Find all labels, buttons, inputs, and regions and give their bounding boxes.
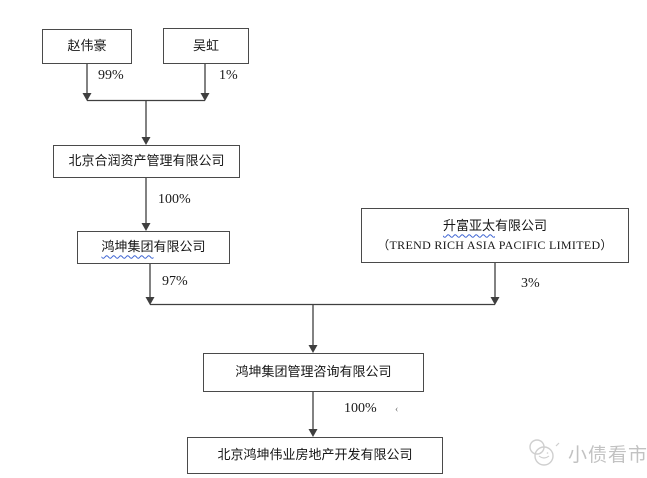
node-zhao-weihao: 赵伟豪 xyxy=(42,29,132,64)
node-beijing-herun: 北京合润资产管理有限公司 xyxy=(53,145,240,178)
trend-rich-cn-line: 升富亚太有限公司 xyxy=(443,218,547,234)
node-zhao-weihao-label: 赵伟豪 xyxy=(67,38,107,54)
watermark-text: 小债看市 xyxy=(568,444,647,466)
node-beijing-herun-label: 北京合润资产管理有限公司 xyxy=(68,153,225,169)
trend-rich-en-line: （TREND RICH ASIA PACIFIC LIMITED） xyxy=(377,237,613,252)
edge-label-100-percent-lower: 100% xyxy=(344,401,377,416)
arrowheads xyxy=(82,93,500,437)
node-wu-hong: 吴虹 xyxy=(163,28,249,64)
node-hongkun-group: 鸿坤集团有限公司 xyxy=(77,231,230,264)
hongkun-group-underlined-text: 鸿坤集团 xyxy=(101,239,154,255)
edge-label-3-percent: 3% xyxy=(521,276,540,291)
node-hongkun-weiye: 北京鸿坤伟业房地产开发有限公司 xyxy=(187,437,443,474)
edge-label-97-percent: 97% xyxy=(162,274,188,289)
node-hongkun-group-label: 鸿坤集团有限公司 xyxy=(101,239,205,255)
trend-rich-underlined-text: 升富亚太 xyxy=(442,218,495,234)
watermark-logo-icon xyxy=(529,439,560,466)
node-wu-hong-label: 吴虹 xyxy=(192,37,219,53)
edge-label-100-percent-upper: 100% xyxy=(158,192,191,207)
stray-tick-mark: ‹ xyxy=(395,404,399,415)
hongkun-group-rest-text: 有限公司 xyxy=(153,239,206,255)
trend-rich-cn-rest-text: 有限公司 xyxy=(495,218,548,234)
node-trend-rich-asia-pacific: 升富亚太有限公司 （TREND RICH ASIA PACIFIC LIMITE… xyxy=(361,208,629,263)
watermark: 小债看市 xyxy=(526,437,647,469)
node-hongkun-consulting: 鸿坤集团管理咨询有限公司 xyxy=(203,353,424,392)
node-hongkun-weiye-label: 北京鸿坤伟业房地产开发有限公司 xyxy=(217,447,413,463)
node-hongkun-consulting-label: 鸿坤集团管理咨询有限公司 xyxy=(235,364,392,380)
edge-label-1-percent: 1% xyxy=(219,68,238,83)
edge-label-99-percent: 99% xyxy=(98,68,124,83)
